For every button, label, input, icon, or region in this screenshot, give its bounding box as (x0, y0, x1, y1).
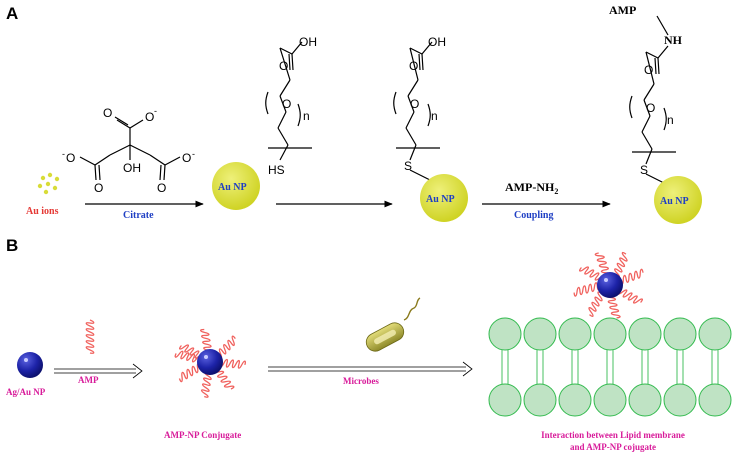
lipid-head (663, 317, 697, 351)
lipid-head (558, 317, 592, 351)
amp-label-top: AMP (609, 3, 636, 17)
au-np-1 (212, 162, 260, 210)
panel-a-letter: A (6, 4, 18, 23)
au-np-1-label: Au NP (218, 182, 247, 193)
interaction-label-line1: Interaction between Lipid membrane (541, 430, 685, 440)
amide-o: O (644, 63, 653, 77)
au-ions-dots (37, 172, 60, 195)
lipid-head (523, 317, 557, 351)
lipid-membrane (488, 317, 732, 417)
peg-np-oh: OH (428, 35, 446, 49)
coupling-label: Coupling (514, 210, 553, 221)
citrate-o-top-left: O (103, 106, 112, 120)
au-np-3 (654, 176, 702, 224)
microbe-icon (365, 297, 421, 352)
arrow-amp-np (54, 363, 143, 379)
lipid-head (698, 317, 732, 351)
citrate-o-bottom-left: O (94, 181, 103, 195)
lipid-head (593, 317, 627, 351)
nh-label: NH (664, 33, 683, 47)
peg-np-s: S (404, 159, 412, 173)
amp-label: AMP (78, 375, 99, 385)
amp-np-conjugate (174, 327, 247, 399)
au-ions-label: Au ions (26, 206, 59, 217)
lipid-head (488, 317, 522, 351)
lipid-head (593, 383, 627, 417)
ag-au-np (17, 352, 43, 378)
citrate-minus-top: - (154, 106, 157, 116)
arrow-microbes (268, 361, 473, 377)
amp-peg-ether-o: O (646, 101, 655, 115)
citrate-o-left: O (66, 151, 75, 165)
peg-hs: HS (268, 163, 285, 177)
peg-np-structure (393, 41, 440, 181)
interaction-label-line2: and AMP-NP cojugate (570, 442, 656, 452)
citrate-o-top-right: O (145, 110, 154, 124)
peg-carbonyl-o: O (279, 59, 288, 73)
conjugate-label: AMP-NP Conjugate (164, 430, 241, 440)
peg-thiol-structure (265, 41, 312, 161)
np-highlight (24, 358, 28, 362)
citrate-minus-left: - (62, 149, 65, 159)
peg-oh: OH (299, 35, 317, 49)
citrate-o-bottom-right: O (157, 181, 166, 195)
peg-np-ether-o: O (410, 97, 419, 111)
lipid-head (523, 383, 557, 417)
citrate-label: Citrate (123, 210, 154, 221)
lipid-head (628, 383, 662, 417)
lipid-head (558, 383, 592, 417)
peg-np-carbonyl-o: O (409, 59, 418, 73)
au-np-2-label: Au NP (426, 194, 455, 205)
lipid-head (488, 383, 522, 417)
citrate-oh: OH (123, 161, 141, 175)
ag-au-np-label: Ag/Au NP (6, 387, 46, 397)
amp-nh2-label: AMP-NH2 (505, 180, 558, 196)
amp-helix (85, 319, 95, 354)
lipid-head (698, 383, 732, 417)
lipid-head (628, 317, 662, 351)
au-np-2 (420, 174, 468, 222)
amp-peg-s: S (640, 163, 648, 177)
peg-np-n: n (431, 109, 438, 123)
amp-np-on-membrane (572, 250, 646, 320)
au-np-3-label: Au NP (660, 196, 689, 207)
lipid-head (663, 383, 697, 417)
peg-ether-o: O (282, 97, 291, 111)
citrate-structure (79, 116, 181, 181)
panel-b-letter: B (6, 236, 18, 255)
microbes-label: Microbes (343, 376, 379, 386)
amp-peg-n: n (667, 113, 674, 127)
citrate-o-right: O (182, 151, 191, 165)
peg-n: n (303, 109, 310, 123)
citrate-minus-right: - (192, 149, 195, 159)
